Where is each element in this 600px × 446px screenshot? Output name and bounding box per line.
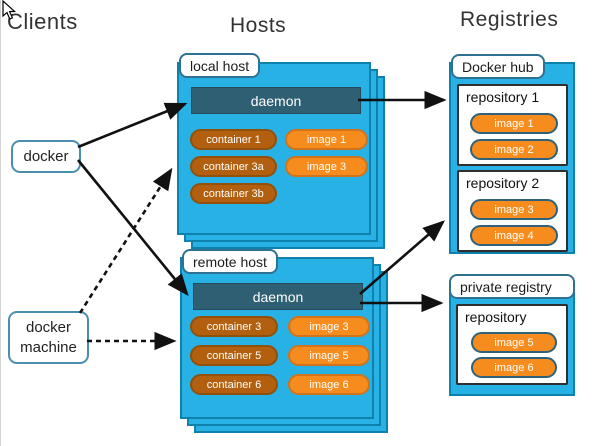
container-pill: container 6	[190, 374, 278, 395]
repository-box: repository 1 image 1 image 2	[457, 84, 568, 166]
mouse-cursor-icon	[2, 0, 17, 20]
container-pill: container 5	[190, 345, 278, 366]
column-header-registries: Registries	[460, 8, 559, 31]
image-pill: image 3	[285, 156, 368, 177]
docker-hub-label: Docker hub	[451, 54, 545, 79]
container-pill: container 3a	[190, 156, 277, 177]
repository-box: repository image 5 image 6	[456, 304, 568, 385]
registry-image-pill: image 3	[470, 199, 558, 220]
repository-title: repository	[465, 309, 527, 325]
registry-image-pill: image 2	[470, 139, 558, 160]
repository-box: repository 2 image 3 image 4	[457, 170, 568, 252]
container-pill: container 3	[190, 316, 278, 337]
container-pill: container 3b	[190, 183, 277, 204]
image-pill: image 3	[288, 316, 370, 337]
column-header-hosts: Hosts	[230, 14, 287, 37]
remote-host-label: remote host	[182, 249, 278, 274]
repository-title: repository 2	[466, 175, 540, 191]
image-pill: image 6	[288, 374, 370, 395]
node-docker-client: docker	[11, 140, 81, 173]
image-pill: image 5	[288, 345, 370, 366]
registry-image-pill: image 4	[470, 225, 558, 246]
column-header-clients: Clients	[7, 9, 78, 34]
registry-image-pill: image 5	[471, 332, 557, 353]
registry-image-pill: image 1	[470, 113, 558, 134]
container-pill: container 1	[190, 129, 277, 150]
node-docker-machine: docker machine	[8, 311, 89, 364]
registry-image-pill: image 6	[471, 357, 557, 378]
image-pill: image 1	[285, 129, 368, 150]
arrow-docker-to-local-daemon	[77, 102, 188, 149]
docker-machine-label: docker machine	[20, 319, 77, 356]
arrow-docker-machine-to-local-host	[78, 167, 173, 314]
repository-title: repository 1	[466, 89, 540, 105]
private-registry-label: private registry	[449, 274, 575, 299]
local-host-daemon: daemon	[191, 87, 361, 114]
local-host-label: local host	[179, 53, 261, 78]
remote-host-daemon: daemon	[193, 283, 363, 310]
arrow-docker-to-remote-daemon	[76, 159, 189, 297]
docker-client-label: docker	[23, 147, 69, 165]
